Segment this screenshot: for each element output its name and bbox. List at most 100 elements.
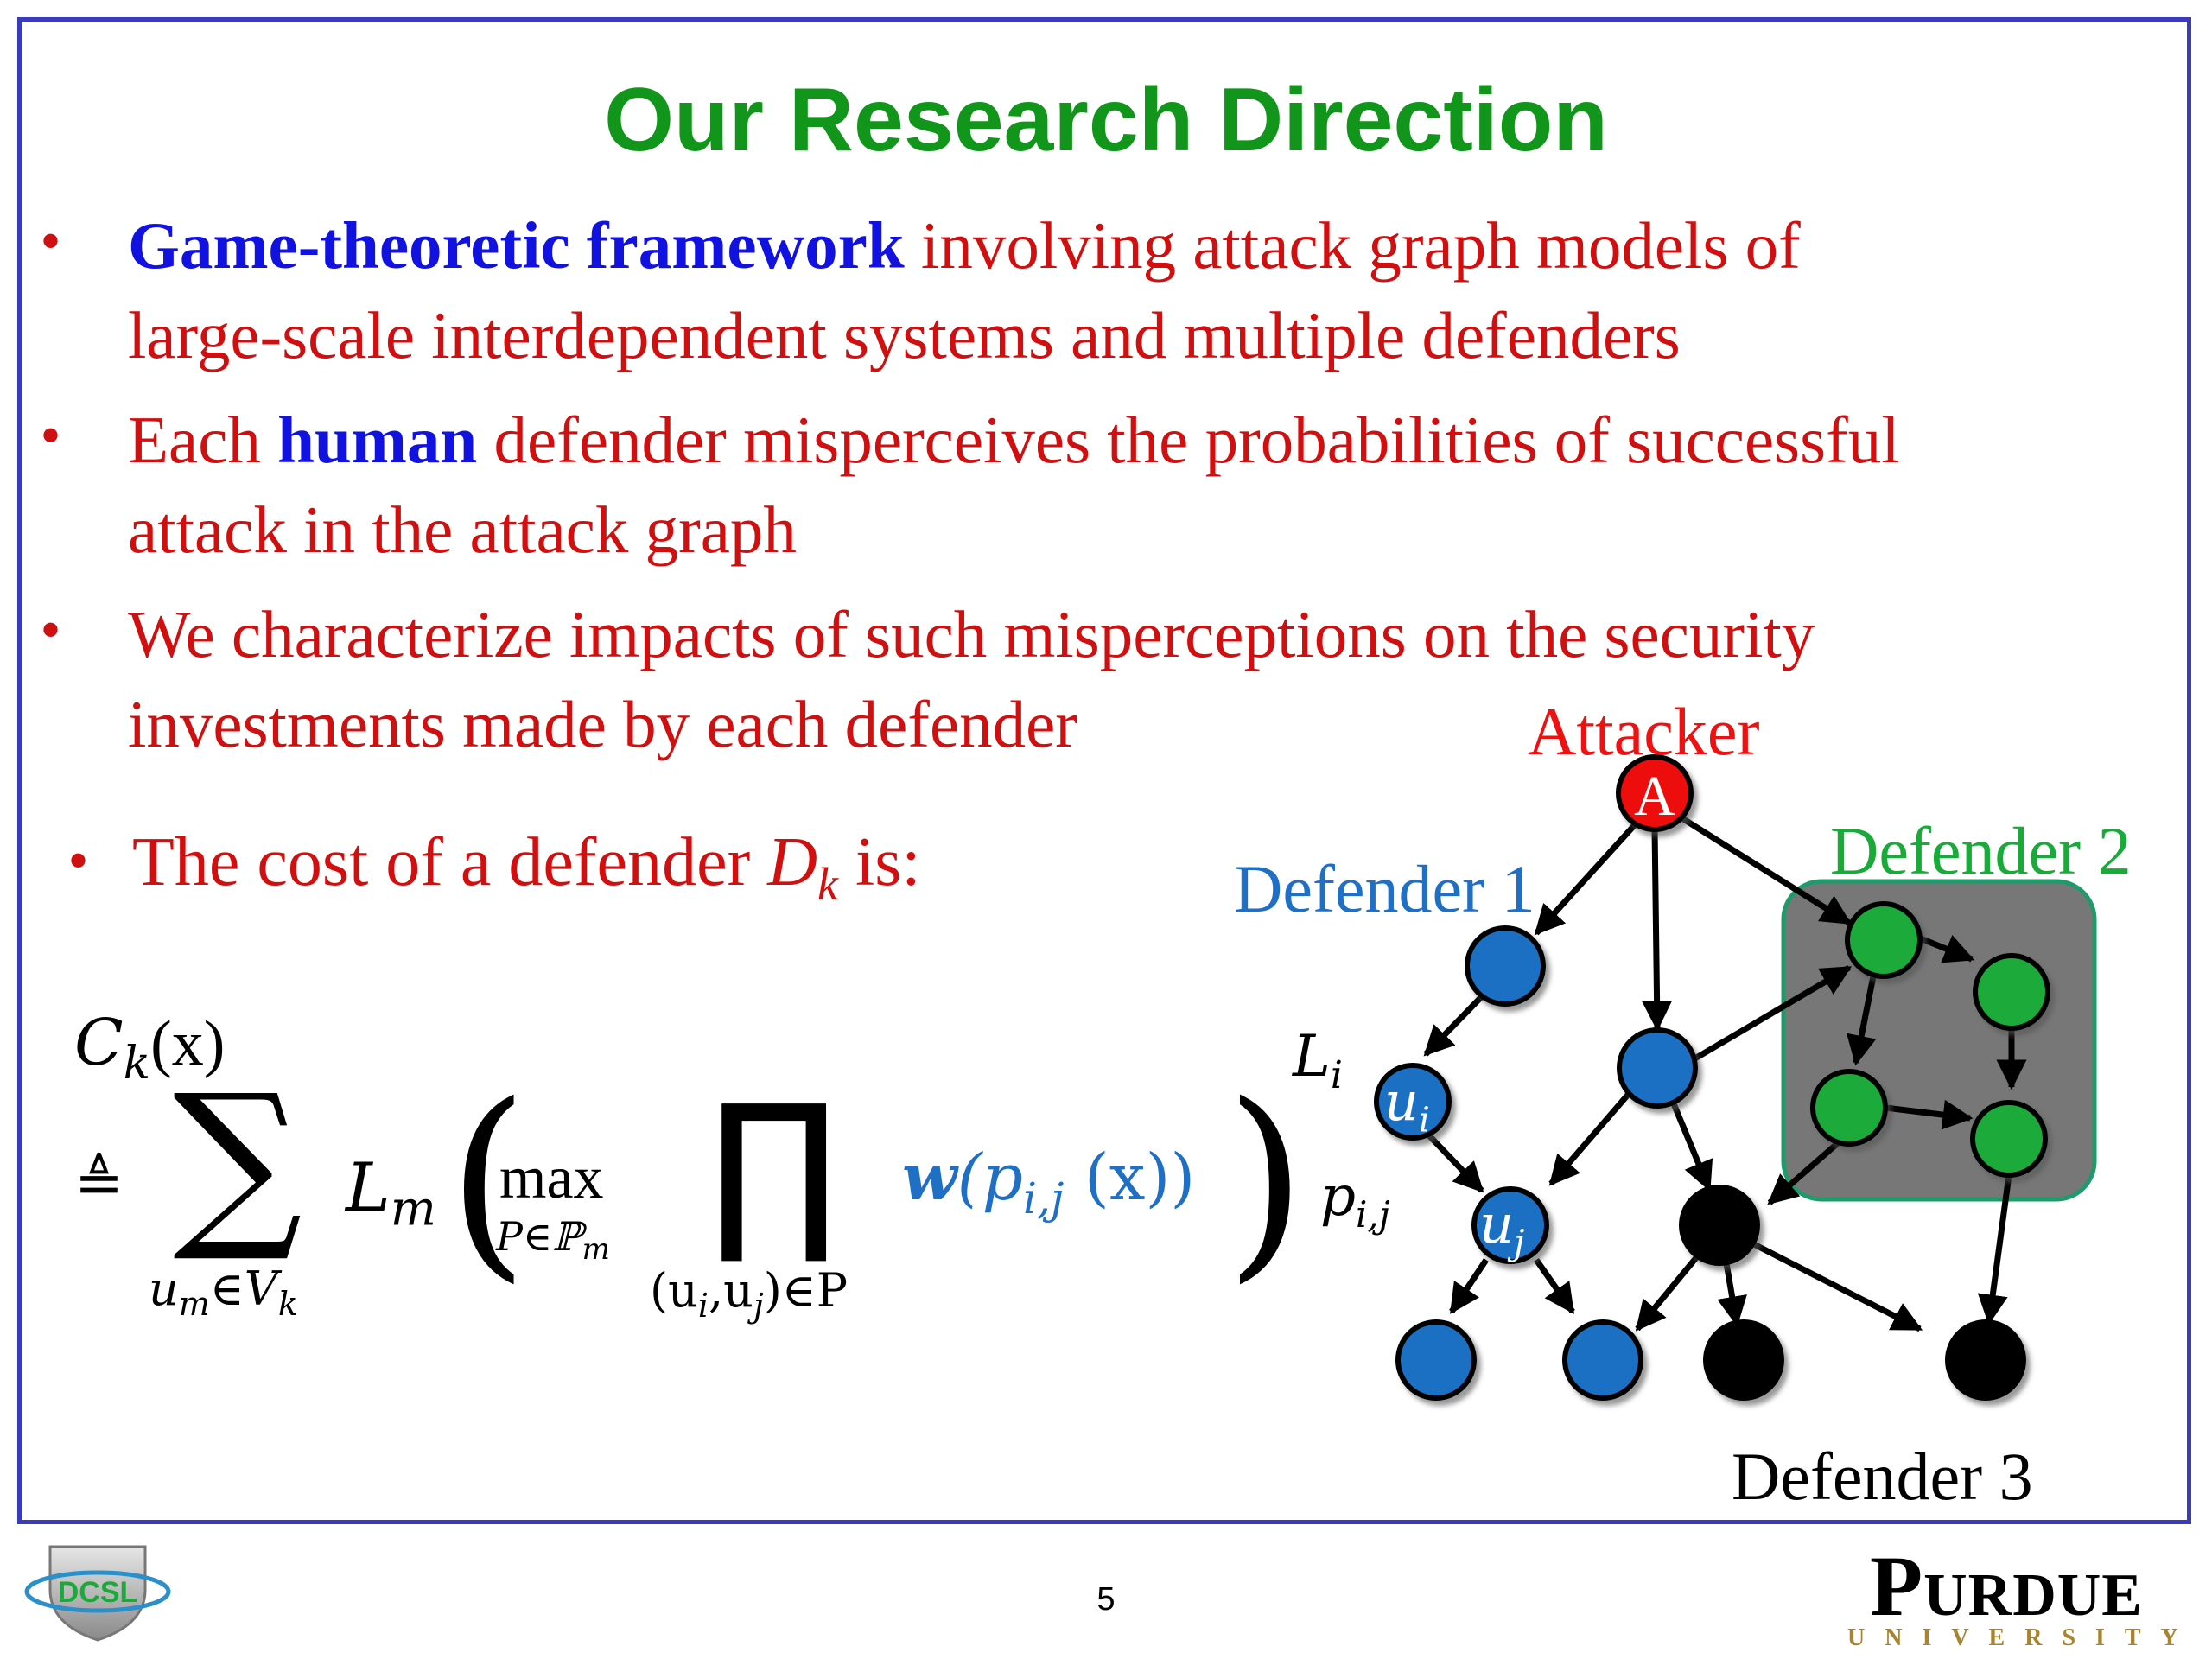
prod-index-open: (u: [650, 1263, 698, 1318]
bullet-item-1: • Game-theoretic framework involving att…: [35, 200, 2160, 380]
edge: [1977, 1174, 2012, 1325]
defender-var: D: [767, 824, 817, 900]
bullet-1-line-1: Game-theoretic framework involving attac…: [128, 200, 2160, 290]
edge: [1767, 1140, 1841, 1205]
close-paren: ): [1225, 1059, 1306, 1301]
attacker-node: [1616, 754, 1694, 832]
edge: [1642, 827, 1673, 1032]
dcsl-logo: DCSL: [24, 1545, 171, 1642]
prod-index-end: )∈P: [763, 1263, 849, 1318]
attacker-label: Attacker: [1528, 694, 1760, 769]
bullet-list: • Game-theoretic framework involving att…: [35, 200, 2160, 784]
product-symbol: ∏: [709, 1068, 840, 1269]
node-ui-label: ui: [1384, 1070, 1430, 1140]
sum-index-sub: m: [178, 1284, 210, 1323]
loss-term: Lm: [346, 1149, 436, 1237]
highlight-text: Game-theoretic framework: [128, 208, 905, 283]
edge: [1692, 964, 1853, 1063]
footer: DCSL: [0, 1529, 2212, 1659]
defender1-node: [1395, 1319, 1477, 1401]
cost-prefix: The cost of a defender: [132, 824, 768, 900]
purdue-logo-subtitle: UNIVERSITY: [1847, 1624, 2198, 1651]
defender3-label: Defender 3: [1732, 1439, 2033, 1514]
edge-prob-sub: i,j: [1355, 1192, 1390, 1236]
formula-lhs-arg: (x): [150, 1008, 226, 1079]
attacker-node-label: A: [1634, 765, 1675, 828]
node-uj: [1471, 1186, 1549, 1264]
max-index-text: P∈ℙ: [496, 1213, 582, 1260]
weight-close: (x)): [1064, 1141, 1196, 1215]
node-uj-var: u: [1479, 1192, 1514, 1255]
bullet-1-line-2: large-scale interdependent systems and m…: [128, 298, 1681, 372]
defender-sub: k: [817, 858, 838, 910]
defender1-label: Defender 1: [1234, 851, 1535, 926]
bullet-3-line-2: investments made by each defender: [128, 687, 1077, 761]
formula-lhs-var: C: [74, 1006, 124, 1080]
cost-definition-bullet: •The cost of a defender Dk is:: [69, 823, 921, 911]
edge: [1635, 1252, 1701, 1332]
defender2-node: [1845, 901, 1923, 979]
slide-title: Our Research Direction: [604, 70, 1608, 170]
node-uj-label: uj: [1479, 1192, 1524, 1262]
loss-var: L: [346, 1149, 391, 1227]
slide-frame: [17, 17, 2191, 1524]
page-number: 5: [1096, 1581, 1116, 1618]
loss-label-sub: i: [1330, 1053, 1343, 1098]
defender3-node: [1945, 1319, 2026, 1401]
defender3-node: [1703, 1319, 1784, 1401]
weight-fn: w: [902, 1141, 957, 1215]
sum-index: um∈Vk: [149, 1262, 298, 1323]
loss-sub: m: [390, 1180, 436, 1237]
weight-function: w(pi,j (x)): [902, 1141, 1195, 1224]
edge: [1423, 1129, 1484, 1193]
defender2-node: [1810, 1069, 1888, 1147]
prod-index-mid: ,u: [709, 1263, 753, 1318]
edge: [1916, 934, 1975, 963]
bullet-text: involving attack graph models of: [904, 208, 1801, 283]
bullet-marker: •: [41, 212, 60, 270]
edge: [1534, 817, 1643, 936]
edge-prob-label: pi,j: [1320, 1165, 1390, 1236]
defender2-node: [1973, 953, 2050, 1031]
dcsl-logo-text: DCSL: [58, 1576, 138, 1609]
node-ui: [1374, 1063, 1452, 1141]
formula-lhs: Ck(x): [74, 1006, 225, 1090]
edge: [1669, 1100, 1713, 1192]
formula-def-symbol: ≜: [74, 1149, 124, 1217]
defender2-node: [1970, 1100, 2048, 1178]
max-index: P∈ℙm: [496, 1213, 610, 1267]
node-uj-sub: j: [1513, 1223, 1525, 1263]
defender1-node: [1617, 1027, 1698, 1109]
weight-sub: i,j: [1022, 1173, 1065, 1224]
defender1-node: [1465, 925, 1546, 1007]
open-paren: (: [448, 1059, 529, 1301]
edge: [1885, 1099, 1974, 1130]
sum-index-rest-sub: k: [277, 1284, 298, 1323]
weight-open: (p: [957, 1141, 1023, 1215]
node-ui-sub: i: [1418, 1100, 1430, 1141]
edge: [1534, 1257, 1575, 1314]
product-index: (ui,uj)∈P: [650, 1263, 848, 1325]
defender3-node: [1679, 1185, 1760, 1266]
bullet-text: Each: [128, 403, 278, 477]
edge: [1423, 989, 1489, 1057]
edge-prob-var: p: [1320, 1165, 1356, 1229]
defender2-label: Defender 2: [1830, 813, 2132, 888]
edge: [1449, 1258, 1489, 1314]
defender1-node: [1562, 1319, 1643, 1401]
edge: [1717, 1262, 1747, 1327]
edge: [1548, 1086, 1636, 1186]
bullet-2-line-1: Each human defender misperceives the pro…: [128, 395, 2160, 485]
highlight-text: human: [277, 403, 478, 477]
prod-index-i: i: [697, 1286, 709, 1325]
graph-nodes: [1374, 754, 2050, 1401]
bullet-marker: •: [41, 406, 60, 464]
node-ui-var: u: [1384, 1070, 1419, 1133]
bullet-item-3: • We characterize impacts of such misper…: [35, 589, 2160, 769]
max-index-sub: m: [582, 1232, 610, 1268]
loss-label-var: L: [1293, 1023, 1331, 1090]
cost-suffix: is:: [837, 824, 921, 900]
prod-index-j: j: [753, 1286, 764, 1325]
max-operator: max: [499, 1145, 604, 1211]
